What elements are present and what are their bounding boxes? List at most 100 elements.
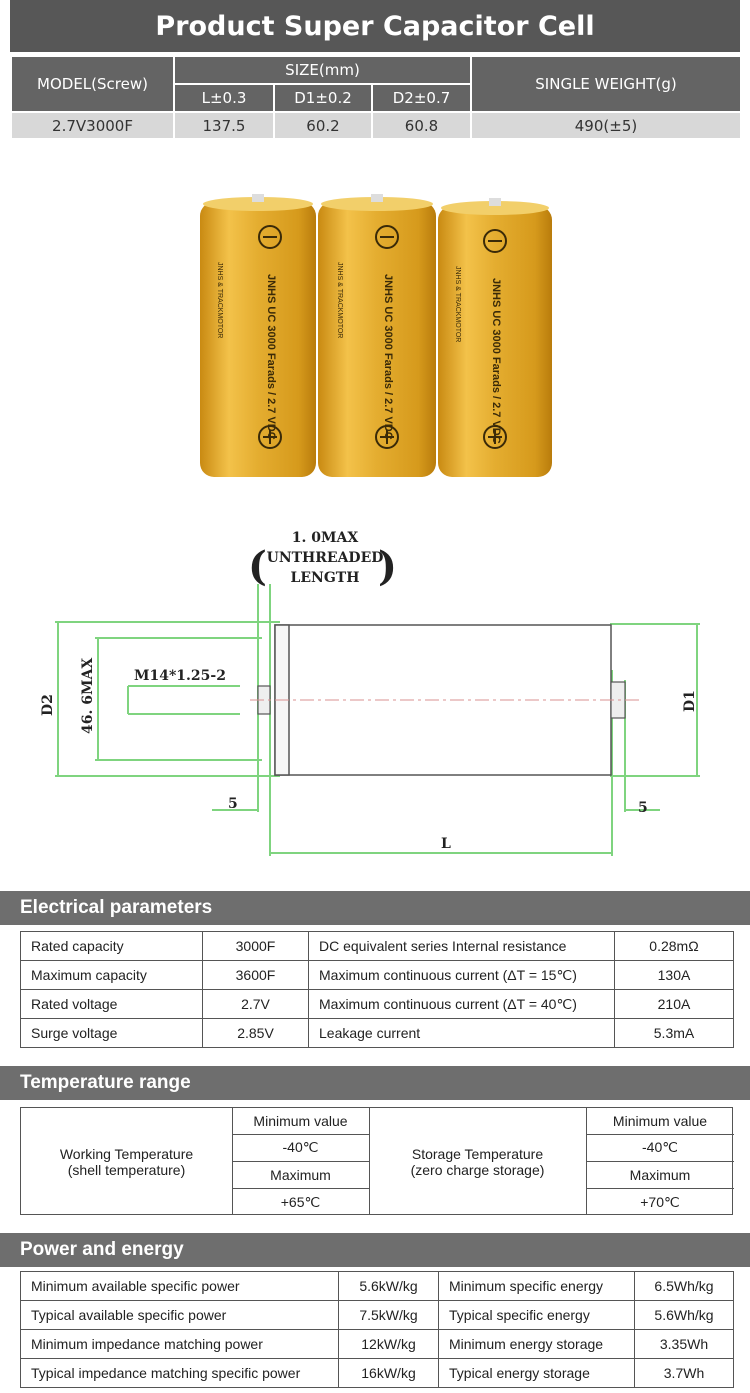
power-label: Minimum energy storage [438,1329,635,1359]
cell-label-right: JNHS UC 3000 Farads / 2.7 VDC [490,278,502,444]
storage-min-label: Minimum value [612,1113,708,1129]
power-value: 7.5kW/kg [338,1300,439,1330]
d1-value: 60.2 [273,112,373,140]
temperature-header-text: Temperature range [20,1072,191,1093]
weight-value: 490(±5) [470,112,742,140]
temperature-table: Working Temperature (shell temperature) … [20,1107,734,1216]
power-value: 6.5Wh/kg [634,1271,734,1301]
storage-max-label: Maximum [629,1166,691,1183]
cell-label-left: JNHS UC 3000 Farads / 2.7 VDC [265,274,277,440]
minus-circle-icon [258,225,282,249]
dim-left-gap: 5 [228,796,238,812]
thread-spec: M14*1.25-2 [134,668,226,684]
plus-circle-icon [483,425,507,449]
power-value: 5.6Wh/kg [634,1300,734,1330]
sub-d1-header: D1±0.2 [273,83,373,113]
power-label: Typical specific energy [438,1300,635,1330]
capacitor-cell-middle: JNHS UC 3000 Farads / 2.7 VDC JNHS & TRA… [318,194,436,477]
col-size-header: SIZE(mm) [173,55,472,85]
power-label: Typical available specific power [20,1300,339,1330]
sub-d2-header: D2±0.7 [371,83,472,113]
power-value: 16kW/kg [338,1358,439,1388]
electrical-value: 5.3mA [614,1018,734,1048]
dimension-drawing: ( ) 1. 0MAX UNTHREADED LENGTH M14*1.25-2… [40,530,700,856]
l-value: 137.5 [173,112,275,140]
working-temp-label-1: Working Temperature [59,1146,194,1162]
temperature-section-header: Temperature range [0,1066,750,1100]
power-value: 5.6kW/kg [338,1271,439,1301]
electrical-value: 3600F [202,960,309,990]
electrical-value: 3000F [202,931,309,961]
dim-max: 46. 6MAX [80,658,96,734]
power-value: 3.7Wh [634,1358,734,1388]
power-label: Typical impedance matching specific powe… [20,1358,339,1388]
electrical-label: Maximum continuous current (ΔT = 15℃) [308,960,615,990]
paren-close: ) [378,543,397,590]
power-value: 3.35Wh [634,1329,734,1359]
storage-temp-label-2: (zero charge storage) [410,1162,545,1178]
power-section-header: Power and energy [0,1233,750,1267]
sub-l-header: L±0.3 [173,83,275,113]
electrical-label: Rated voltage [20,989,203,1019]
electrical-label: Leakage current [308,1018,615,1048]
cell-sublabel-middle: JNHS & TRACKMOTOR [336,262,343,338]
storage-max-value: +70℃ [640,1193,680,1210]
storage-temp-label: Storage Temperature (zero charge storage… [369,1108,586,1216]
page-title-banner: Product Super Capacitor Cell [10,0,740,52]
power-header-text: Power and energy [20,1239,184,1260]
working-temp-label: Working Temperature (shell temperature) [21,1108,232,1216]
working-temp-label-2: (shell temperature) [67,1162,186,1178]
dim-length: L [441,836,451,852]
electrical-header-text: Electrical parameters [20,897,213,918]
electrical-value: 0.28mΩ [614,931,734,961]
note-line-2: UNTHREADED [267,550,384,566]
power-label: Minimum specific energy [438,1271,635,1301]
working-min-label: Minimum value [253,1113,348,1129]
electrical-label: Maximum continuous current (ΔT = 40℃) [308,989,615,1019]
electrical-value: 210A [614,989,734,1019]
page-title: Product Super Capacitor Cell [155,10,595,42]
dim-d2: D2 [40,694,56,716]
cell-sublabel-right: JNHS & TRACKMOTOR [454,266,461,342]
dim-d1: D1 [682,690,698,712]
working-max-label: Maximum [270,1166,331,1183]
working-min-value: -40℃ [282,1139,319,1155]
storage-temp-label-1: Storage Temperature [411,1146,544,1162]
electrical-label: Rated capacity [20,931,203,961]
storage-min-value: -40℃ [642,1139,678,1155]
power-row: Typical impedance matching specific powe… [20,1358,734,1388]
product-photo: JNHS UC 3000 Farads / 2.7 VDC JNHS & TRA… [200,194,552,477]
col-model-header: MODEL(Screw) [10,55,175,113]
electrical-value: 2.7V [202,989,309,1019]
working-max-value: +65℃ [280,1193,321,1210]
col-weight-header: SINGLE WEIGHT(g) [470,55,742,113]
capacitor-cell-left: JNHS UC 3000 Farads / 2.7 VDC JNHS & TRA… [200,194,316,477]
paren-open: ( [248,543,267,590]
electrical-value: 130A [614,960,734,990]
model-table: MODEL(Screw) SIZE(mm) SINGLE WEIGHT(g) L… [10,55,742,140]
model-value: 2.7V3000F [10,112,175,140]
electrical-label: DC equivalent series Internal resistance [308,931,615,961]
power-label: Typical energy storage [438,1358,635,1388]
power-label: Minimum available specific power [20,1271,339,1301]
electrical-value: 2.85V [202,1018,309,1048]
note-line-1: 1. 0MAX [292,530,359,546]
electrical-label: Maximum capacity [20,960,203,990]
cell-sublabel-left: JNHS & TRACKMOTOR [216,262,223,338]
note-line-3: LENGTH [291,570,360,586]
plus-circle-icon [258,425,282,449]
dim-right-gap: 5 [638,800,648,816]
d2-value: 60.8 [371,112,472,140]
cell-label-middle: JNHS UC 3000 Farads / 2.7 VDC [382,274,394,440]
electrical-label: Surge voltage [20,1018,203,1048]
minus-circle-icon [483,229,507,253]
